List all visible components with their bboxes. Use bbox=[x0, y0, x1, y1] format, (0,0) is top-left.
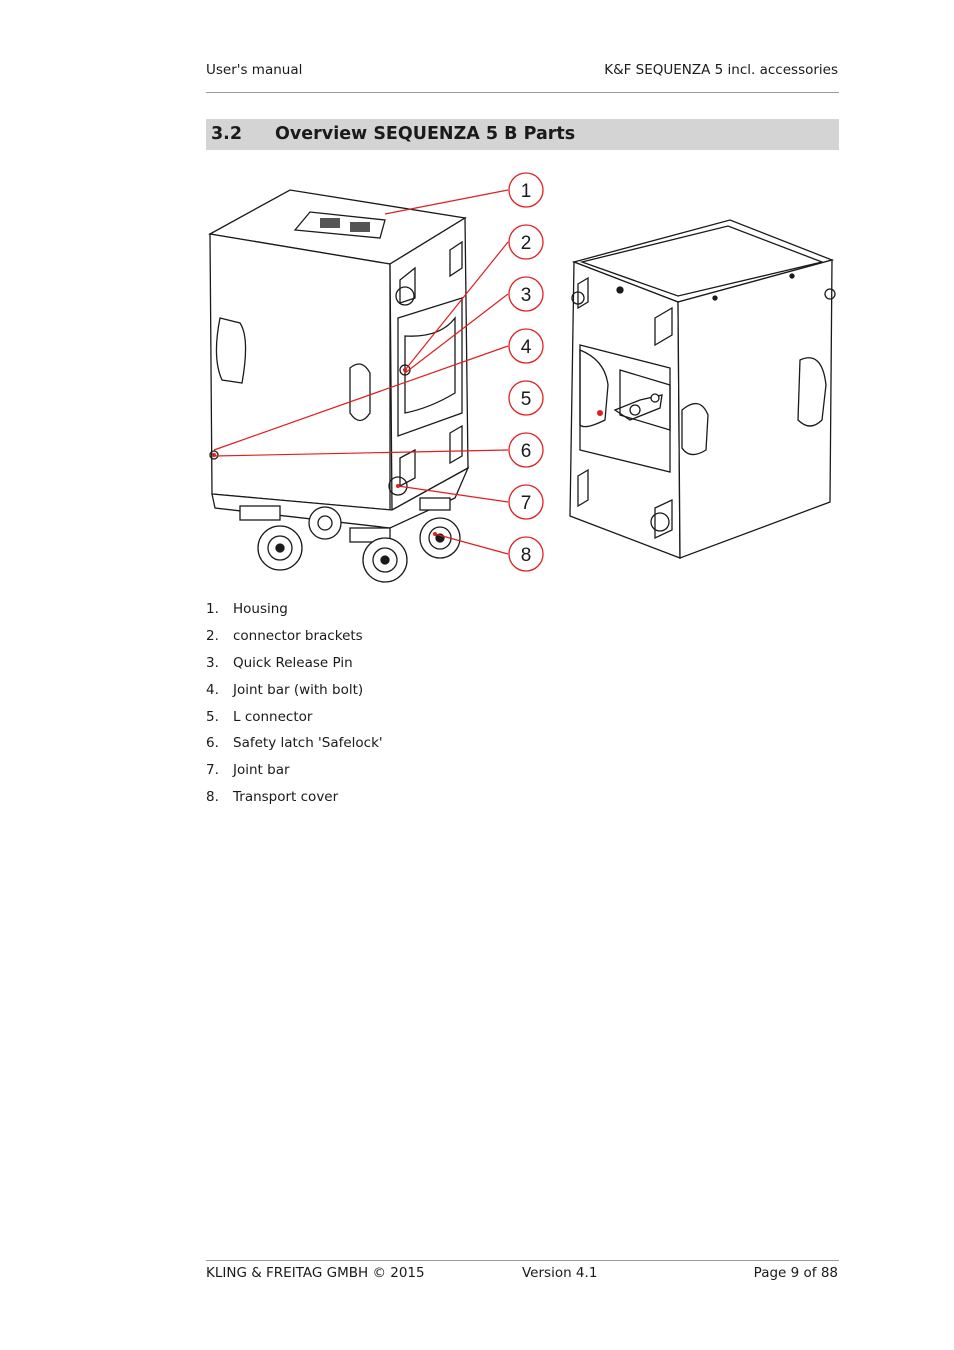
callout-2: 2 bbox=[521, 233, 532, 254]
list-item-label: Transport cover bbox=[233, 789, 339, 806]
callout-5: 5 bbox=[521, 389, 532, 410]
list-item-number: 2. bbox=[206, 627, 219, 644]
callout-8: 8 bbox=[521, 545, 532, 566]
footer-page-number: Page 9 of 88 bbox=[753, 1265, 838, 1281]
list-item-label: connector brackets bbox=[233, 627, 363, 644]
header-document-type: User's manual bbox=[206, 62, 303, 78]
list-item-number: 7. bbox=[206, 762, 219, 779]
callout-4: 4 bbox=[521, 337, 532, 358]
footer-copyright: KLING & FREITAG GMBH © 2015 bbox=[206, 1265, 425, 1281]
list-item-label: Housing bbox=[233, 601, 288, 617]
list-item-number: 3. bbox=[206, 654, 219, 671]
callout-1: 1 bbox=[521, 181, 532, 202]
speaker-on-transport-cover-illustration: 1 2 3 4 5 6 7 8 bbox=[208, 172, 544, 583]
list-item-label: Safety latch 'Safelock' bbox=[233, 735, 383, 752]
list-item-label: Quick Release Pin bbox=[233, 654, 353, 671]
section-number: 3.2 bbox=[211, 124, 243, 144]
list-item-label: L connector bbox=[233, 708, 313, 725]
section-heading: 3.2 Overview SEQUENZA 5 B Parts bbox=[206, 119, 839, 150]
list-item-label: Joint bar bbox=[233, 762, 290, 779]
callout-3: 3 bbox=[521, 285, 532, 306]
callout-6: 6 bbox=[521, 441, 532, 462]
footer-version: Version 4.1 bbox=[522, 1265, 598, 1281]
list-item-number: 6. bbox=[206, 735, 219, 752]
footer-divider bbox=[206, 1260, 839, 1261]
list-item-number: 5. bbox=[206, 708, 219, 725]
callout-7: 7 bbox=[521, 493, 532, 514]
section-title: Overview SEQUENZA 5 B Parts bbox=[275, 124, 576, 144]
speaker-rear-view-illustration bbox=[569, 219, 836, 559]
list-item-number: 8. bbox=[206, 789, 219, 806]
list-item-number: 4. bbox=[206, 681, 219, 698]
header-divider bbox=[206, 92, 839, 93]
list-item-number: 1. bbox=[206, 601, 219, 617]
list-item-label: Joint bar (with bolt) bbox=[233, 681, 364, 698]
header-product-name: K&F SEQUENZA 5 incl. accessories bbox=[604, 62, 838, 78]
